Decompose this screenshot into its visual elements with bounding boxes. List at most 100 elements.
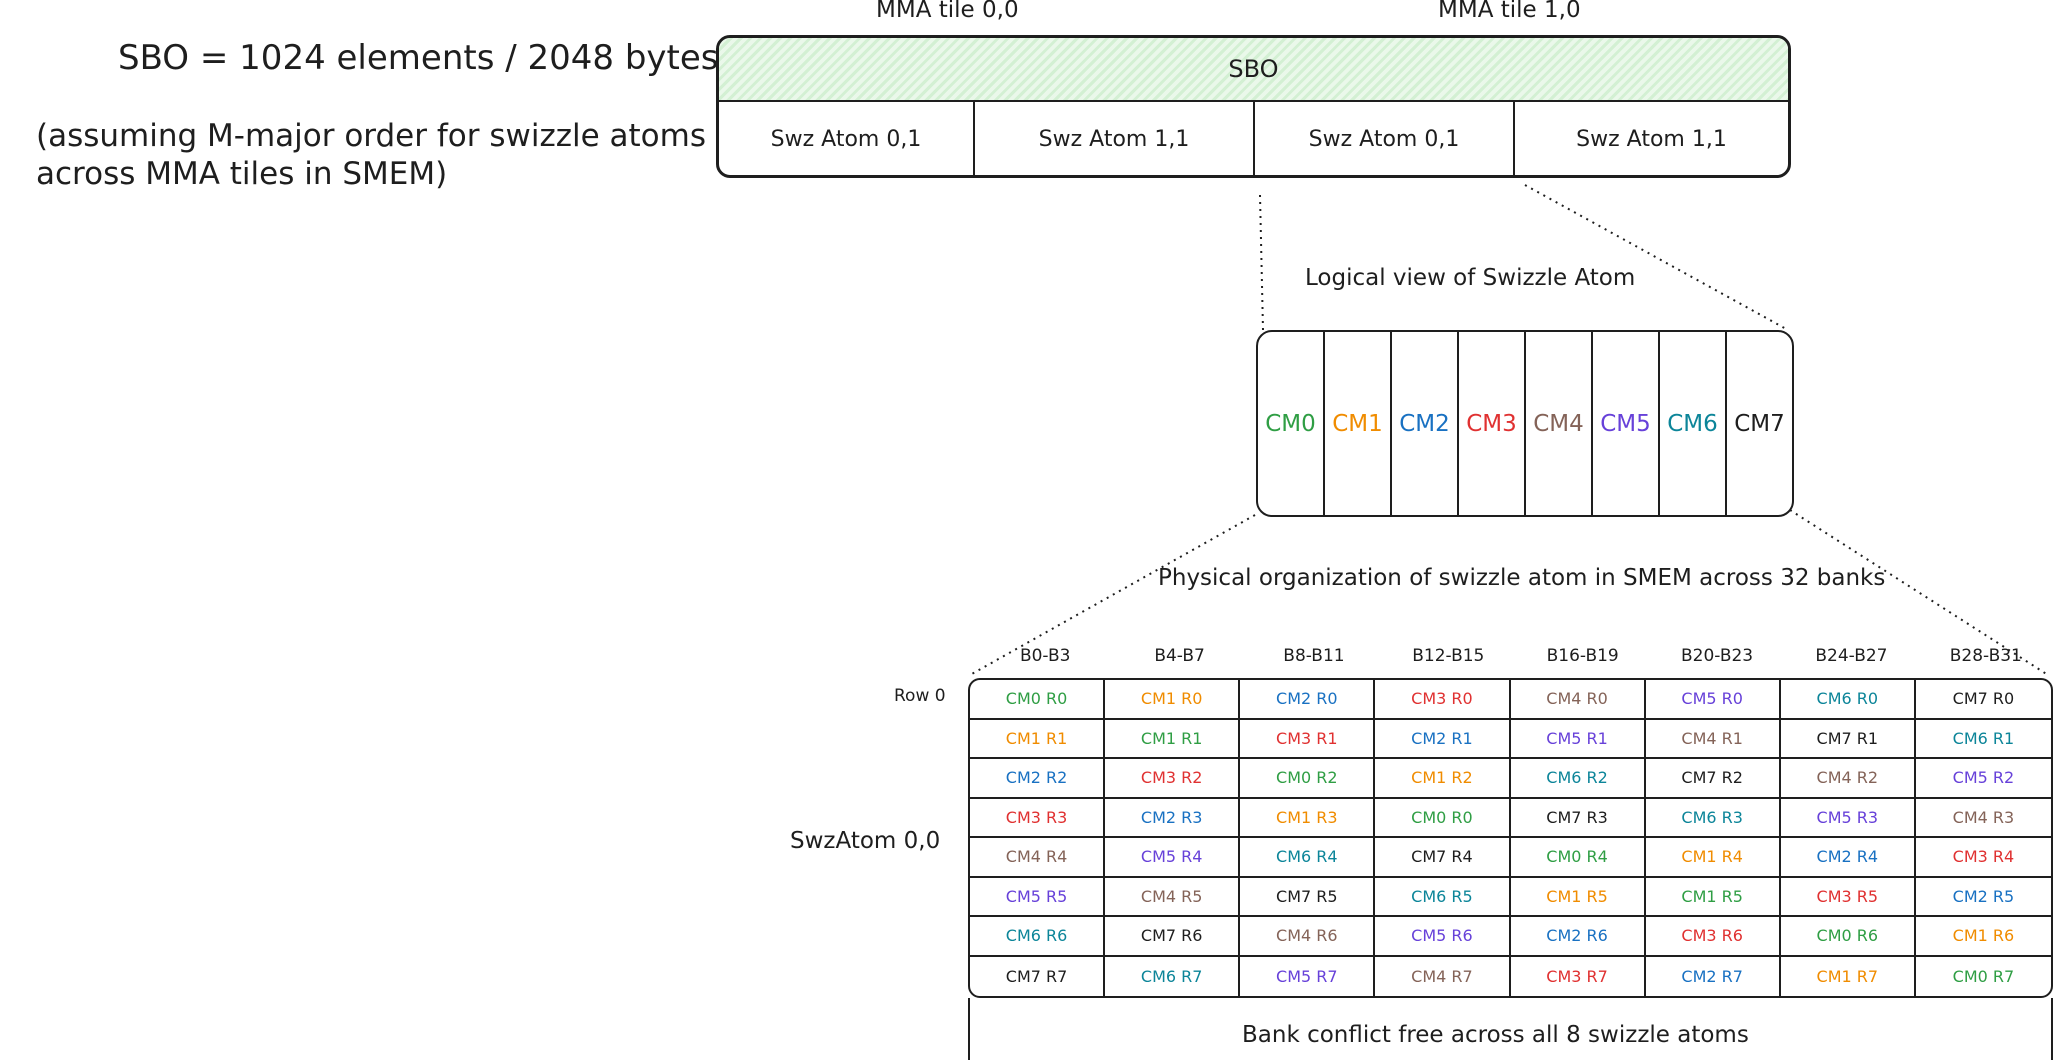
bank-cell: CM4 R5 xyxy=(1105,877,1241,917)
bank-cell: CM5 R1 xyxy=(1510,719,1646,759)
bank-header: B28-B31 xyxy=(1949,646,2022,666)
logical-column-cm3: CM3 xyxy=(1459,332,1526,515)
bank-cell: CM6 R2 xyxy=(1510,759,1646,799)
bank-cell: CM1 R4 xyxy=(1645,838,1781,878)
swizzle-atom-row: Swz Atom 0,1 Swz Atom 1,1 Swz Atom 0,1 S… xyxy=(719,102,1788,177)
bank-cell: CM1 R2 xyxy=(1375,759,1511,799)
bank-cell: CM3 R3 xyxy=(970,798,1106,838)
bank-header: B12-B15 xyxy=(1412,646,1485,666)
bank-cell: CM0 R6 xyxy=(1780,917,1916,957)
logical-column-cm1: CM1 xyxy=(1325,332,1392,515)
bank-cell: CM1 R6 xyxy=(1915,917,2051,957)
bank-cell: CM5 R3 xyxy=(1780,798,1916,838)
bank-cell: CM5 R7 xyxy=(1240,956,1376,996)
bank-cell: CM6 R1 xyxy=(1915,720,2051,759)
bank-cell: CM1 R7 xyxy=(1781,956,1916,996)
bank-cell: CM7 R6 xyxy=(1105,917,1241,957)
bank-header-row: B0-B3 B4-B7 B8-B11 B12-B15 B16-B19 B20-B23 B24… xyxy=(978,646,2053,672)
caption-bracket-left xyxy=(968,998,970,1060)
sbo-size-note: SBO = 1024 elements / 2048 bytes xyxy=(118,38,719,78)
bank-cell: CM4 R2 xyxy=(1780,759,1916,799)
bank-cell: CM4 R6 xyxy=(1240,917,1376,957)
bank-cell: CM4 R0 xyxy=(1510,680,1646,720)
bank-cell: CM5 R4 xyxy=(1105,838,1241,878)
bank-cell: CM6 R6 xyxy=(970,917,1106,957)
bank-cell: CM3 R4 xyxy=(1915,838,2051,878)
bank-cell: CM7 R2 xyxy=(1645,759,1781,799)
bank-header: B0-B3 xyxy=(1019,646,1071,666)
mma-tile-label-1: MMA tile 1,0 xyxy=(1438,0,1581,23)
logical-column-cm2: CM2 xyxy=(1392,332,1459,515)
bank-cell: CM2 R7 xyxy=(1646,956,1781,996)
bank-cell: CM5 R0 xyxy=(1645,680,1781,720)
logical-column-cm7: CM7 xyxy=(1734,410,1785,437)
bank-cell: CM4 R7 xyxy=(1375,956,1511,996)
bank-cell: CM0 R7 xyxy=(1952,966,2015,986)
bank-cell: CM3 R2 xyxy=(1105,759,1241,799)
bank-cell: CM1 R0 xyxy=(1105,680,1241,720)
bank-header: B20-B23 xyxy=(1681,646,1754,666)
bank-cell: CM2 R5 xyxy=(1915,878,2051,917)
bank-cell: CM7 R7 xyxy=(970,956,1106,996)
bank-cell: CM4 R4 xyxy=(970,838,1106,878)
bank-cell: CM0 R0 xyxy=(1375,798,1511,838)
bank-cell: CM2 R2 xyxy=(970,759,1106,799)
bank-header: B16-B19 xyxy=(1546,646,1619,666)
logical-column-cm5: CM5 xyxy=(1593,332,1660,515)
bank-cell: CM3 R1 xyxy=(1240,719,1376,759)
bank-cell: CM4 R1 xyxy=(1645,719,1781,759)
bank-cell: CM6 R3 xyxy=(1645,798,1781,838)
sbo-container: SBO Swz Atom 0,1 Swz Atom 1,1 Swz Atom 0… xyxy=(716,35,1791,178)
bank-cell: CM2 R1 xyxy=(1375,719,1511,759)
swz-atom-cell: Swz Atom 0,1 xyxy=(1255,102,1515,177)
bank-cell: CM7 R3 xyxy=(1510,798,1646,838)
sbo-bar: SBO xyxy=(719,38,1788,102)
swz-atom-cell: Swz Atom 1,1 xyxy=(1576,127,1727,152)
bank-cell: CM6 R4 xyxy=(1240,838,1376,878)
mma-tile-label-0: MMA tile 0,0 xyxy=(876,0,1019,23)
bank-cell: CM1 R5 xyxy=(1645,877,1781,917)
bank-cell: CM0 R4 xyxy=(1510,838,1646,878)
swz-atom-label: SwzAtom 0,0 xyxy=(790,828,941,854)
bank-cell: CM1 R1 xyxy=(1105,719,1241,759)
connector-atom-left xyxy=(1259,194,1264,331)
bank-cell: CM7 R5 xyxy=(1240,877,1376,917)
assumption-note-line2: across MMA tiles in SMEM) xyxy=(36,156,448,192)
bank-cell: CM5 R5 xyxy=(970,877,1106,917)
bank-cell: CM5 R2 xyxy=(1915,759,2051,799)
bank-cell: CM3 R0 xyxy=(1375,680,1511,720)
logical-column-cm0: CM0 xyxy=(1258,332,1325,515)
bank-cell: CM2 R3 xyxy=(1105,798,1241,838)
bank-cell: CM3 R5 xyxy=(1780,877,1916,917)
bank-cell: CM6 R5 xyxy=(1375,877,1511,917)
row-0-label: Row 0 xyxy=(894,686,946,706)
physical-view-title: Physical organization of swizzle atom in… xyxy=(1158,565,1886,591)
bank-cell: CM2 R6 xyxy=(1510,917,1646,957)
swz-atom-cell: Swz Atom 0,1 xyxy=(719,102,975,177)
bank-cell: CM3 R6 xyxy=(1645,917,1781,957)
bank-cell: CM7 R0 xyxy=(1915,680,2051,720)
bank-cell: CM3 R7 xyxy=(1511,956,1646,996)
sbo-label: SBO xyxy=(1228,55,1279,83)
bank-header: B24-B27 xyxy=(1815,646,1888,666)
bank-header: B8-B11 xyxy=(1283,646,1345,666)
bank-cell: CM1 R3 xyxy=(1240,798,1376,838)
bank-cell: CM1 R5 xyxy=(1510,877,1646,917)
bank-cell: CM2 R4 xyxy=(1780,838,1916,878)
bank-cell: CM5 R6 xyxy=(1375,917,1511,957)
logical-view-title: Logical view of Swizzle Atom xyxy=(1305,265,1636,291)
bank-cell: CM6 R0 xyxy=(1780,680,1916,720)
caption-bracket-right xyxy=(2051,998,2053,1060)
bank-header: B4-B7 xyxy=(1154,646,1205,666)
connector-atom-right xyxy=(1524,184,1789,331)
bank-cell: CM0 R0 xyxy=(970,680,1106,720)
bank-cell: CM7 R4 xyxy=(1375,838,1511,878)
bank-cell: CM4 R3 xyxy=(1915,799,2051,838)
bank-cell: CM0 R2 xyxy=(1240,759,1376,799)
bank-cell: CM1 R1 xyxy=(970,719,1106,759)
logical-column-cm4: CM4 xyxy=(1526,332,1593,515)
bank-cell: CM2 R0 xyxy=(1240,680,1376,720)
bank-conflict-caption: Bank conflict free across all 8 swizzle … xyxy=(1242,1022,1749,1048)
